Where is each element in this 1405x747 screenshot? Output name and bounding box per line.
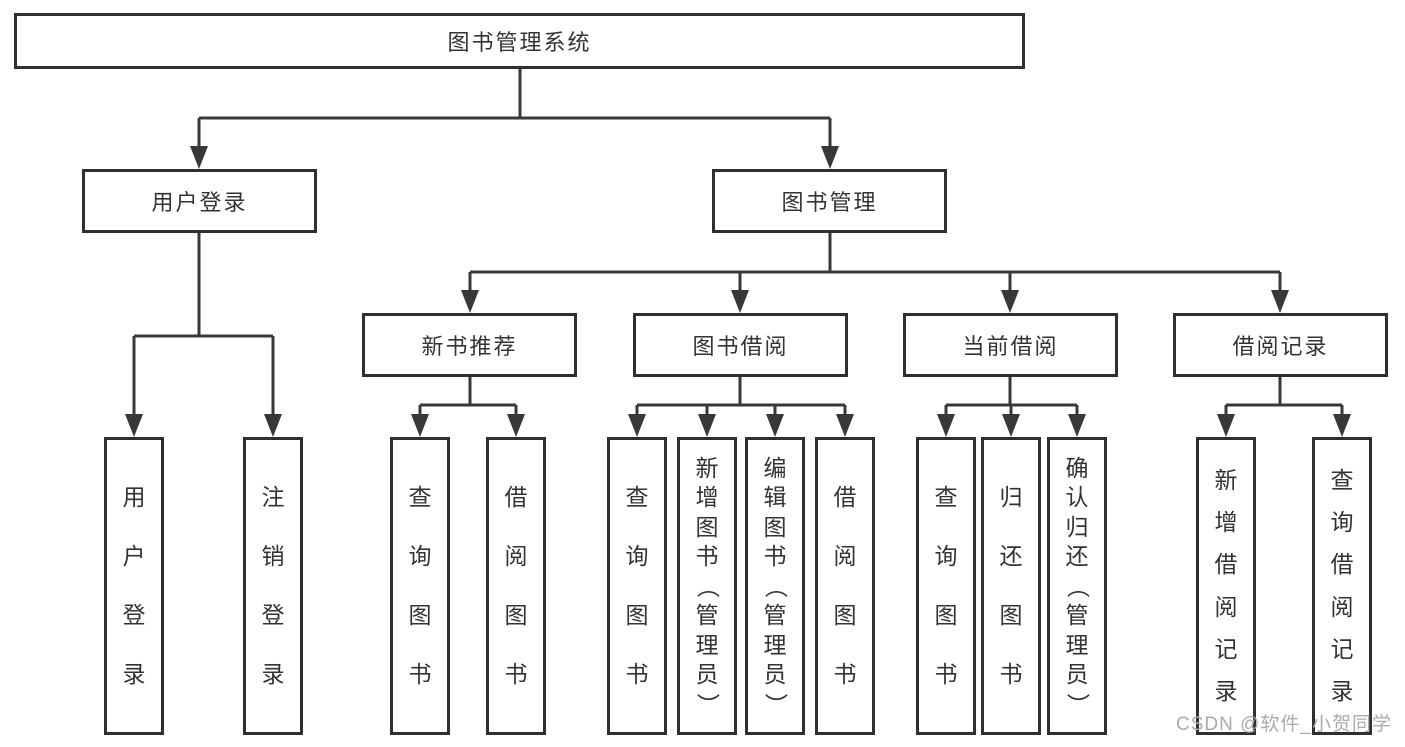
- leaf-query-borrow-record: 查询借阅记录: [1312, 437, 1372, 735]
- leaf-logout: 注销登录: [243, 437, 303, 735]
- leaf-borrow-books-recommend: 借阅图书: [486, 437, 546, 735]
- node-user-login: 用户登录: [82, 169, 317, 233]
- watermark-text: CSDN @软件_小贺同学: [1176, 714, 1392, 735]
- leaf-edit-books-admin: 编辑图书（管理员）: [745, 437, 805, 735]
- leaf-confirm-return-admin: 确认归还（管理员）: [1047, 437, 1107, 735]
- node-current-borrowing: 当前借阅: [903, 313, 1118, 377]
- leaf-query-books-borrow: 查询图书: [607, 437, 667, 735]
- node-book-borrowing: 图书借阅: [633, 313, 848, 377]
- node-book-management: 图书管理: [712, 169, 947, 233]
- leaf-add-borrow-record: 新增借阅记录: [1196, 437, 1256, 735]
- leaf-query-books-current: 查询图书: [916, 437, 976, 735]
- node-new-book-recommend: 新书推荐: [362, 313, 577, 377]
- leaf-borrow-books: 借阅图书: [815, 437, 875, 735]
- leaf-user-login: 用户登录: [104, 437, 164, 735]
- node-library-system: 图书管理系统: [14, 13, 1025, 69]
- node-borrowing-records: 借阅记录: [1173, 313, 1388, 377]
- leaf-add-books-admin: 新增图书（管理员）: [677, 437, 737, 735]
- leaf-return-books: 归还图书: [981, 437, 1041, 735]
- leaf-query-books-recommend: 查询图书: [390, 437, 450, 735]
